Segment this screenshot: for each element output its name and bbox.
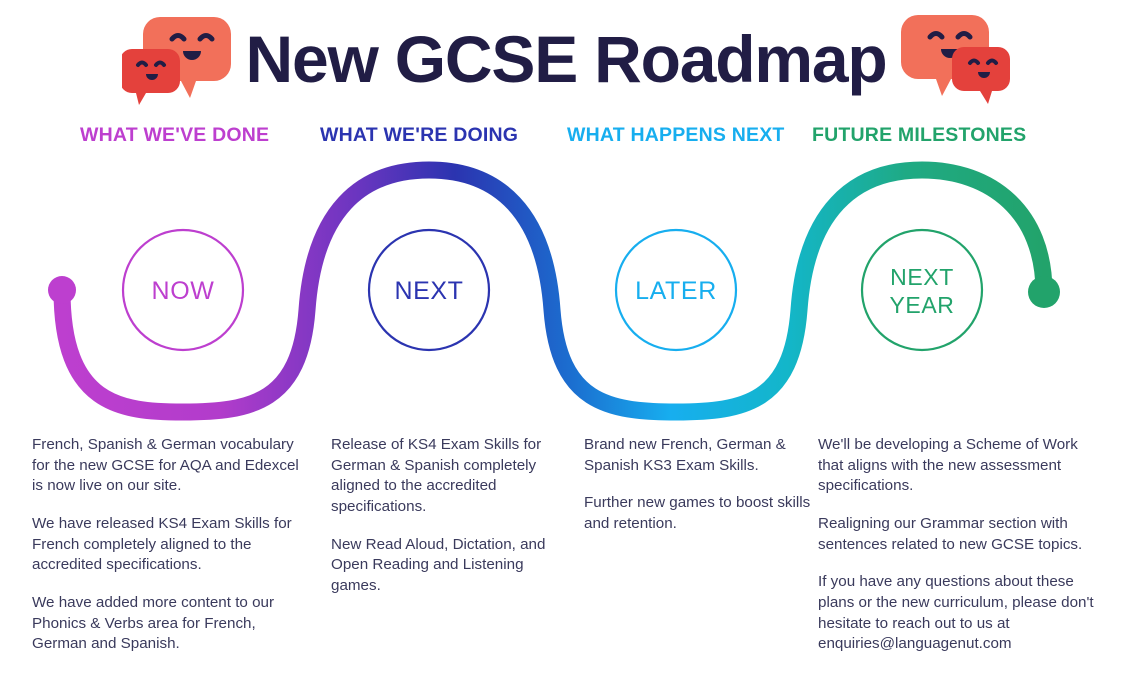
stage-labels: WHAT WE'VE DONE WHAT WE'RE DOING WHAT HA… (0, 122, 1132, 148)
stage-marker-next-label: NEXT (394, 277, 463, 305)
column-what-were-doing: Release of KS4 Exam Skills for German & … (331, 435, 563, 597)
stage-label-next: WHAT WE'RE DOING (320, 124, 519, 146)
column-paragraph: Brand new French, German & Spanish KS3 E… (584, 436, 786, 474)
stage-marker-now-label: NOW (152, 277, 215, 305)
column-future-milestones: We'll be developing a Scheme of Work tha… (818, 435, 1106, 655)
timeline-end-dot (1028, 276, 1060, 308)
stage-label-now: WHAT WE'VE DONE (80, 124, 270, 146)
column-what-happens-next: Brand new French, German & Spanish KS3 E… (584, 435, 812, 535)
column-paragraph: We have released KS4 Exam Skills for Fre… (32, 515, 292, 574)
roadmap-timeline: NOW NEXT LATER NEXT YEAR (0, 150, 1132, 435)
stage-marker-later-label: LATER (635, 277, 717, 305)
column-paragraph: Realigning our Grammar section with sent… (818, 515, 1083, 553)
stage-marker-next-year-label-line2: YEAR (889, 292, 954, 318)
stage-marker-next-year: NEXT YEAR (860, 228, 984, 352)
stage-marker-later: LATER (614, 228, 738, 352)
stage-marker-now: NOW (121, 228, 245, 352)
column-paragraph: We'll be developing a Scheme of Work tha… (818, 436, 1078, 495)
stage-marker-next: NEXT (367, 228, 491, 352)
column-what-weve-done: French, Spanish & German vocabulary for … (32, 435, 304, 655)
column-paragraph: French, Spanish & German vocabulary for … (32, 436, 299, 495)
column-paragraph: Further new games to boost skills and re… (584, 494, 811, 533)
speech-bubbles-logo-left (119, 9, 232, 110)
header: New GCSE Roadmap (0, 0, 1132, 118)
speech-bubbles-logo-right (900, 9, 1011, 110)
stage-marker-next-year-label-line1: NEXT (890, 264, 954, 290)
column-paragraph: If you have any questions about these pl… (818, 573, 1094, 653)
small-bubble-icon (119, 48, 180, 105)
timeline-start-dot (48, 276, 76, 304)
column-paragraph: New Read Aloud, Dictation, and Open Read… (331, 535, 546, 595)
column-paragraph: Release of KS4 Exam Skills for German & … (331, 436, 542, 516)
stage-label-later: WHAT HAPPENS NEXT (567, 124, 785, 146)
stage-label-next-year: FUTURE MILESTONES (812, 124, 1027, 146)
timeline-path (53, 161, 1053, 421)
detail-columns: French, Spanish & German vocabulary for … (0, 435, 1132, 685)
column-paragraph: We have added more content to our Phonic… (32, 594, 275, 653)
page-title: New GCSE Roadmap (245, 22, 888, 96)
small-bubble-icon (952, 46, 1011, 104)
